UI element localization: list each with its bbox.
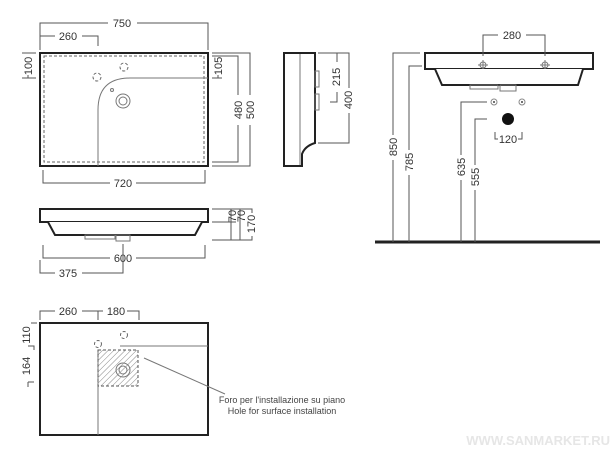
- dim-180: 180: [107, 306, 125, 318]
- dim-555: 555: [470, 168, 482, 186]
- drain-icon: [115, 93, 131, 109]
- dim-215: 215: [331, 68, 343, 86]
- dim-850: 850: [388, 138, 400, 156]
- dim-480: 480: [233, 101, 245, 119]
- note-italian: Foro per l'installazione su piano: [219, 395, 345, 405]
- dim-120: 120: [499, 134, 517, 146]
- dim-110: 110: [21, 326, 33, 344]
- dim-100: 100: [23, 57, 35, 75]
- cutout-view: 260 180 110 164 Foro per l'installazione…: [21, 306, 345, 436]
- side-view: 215 400: [283, 52, 355, 167]
- dim-105: 105: [213, 57, 225, 75]
- installation-view: 280 120 850 785 635 555: [375, 30, 600, 244]
- dim-635: 635: [456, 158, 468, 176]
- dim-375: 375: [59, 268, 77, 280]
- dim-500: 500: [245, 101, 257, 119]
- dim-70-a: 70: [227, 210, 239, 222]
- dim-280: 280: [503, 30, 521, 42]
- watermark: WWW.SANMARKET.RU: [466, 433, 610, 448]
- dim-260: 260: [59, 31, 77, 43]
- front-view: 70 70 170 600 375: [39, 208, 258, 280]
- top-view: 750 260 100 105 480 500 720: [22, 18, 257, 190]
- dim-70-b: 70: [236, 210, 248, 222]
- dim-164: 164: [21, 357, 33, 375]
- dim-260-cutout: 260: [59, 306, 77, 318]
- dim-170: 170: [246, 215, 258, 233]
- dim-400: 400: [343, 91, 355, 109]
- dim-785: 785: [404, 153, 416, 171]
- dim-750: 750: [113, 18, 131, 30]
- dim-720: 720: [114, 178, 132, 190]
- note-english: Hole for surface installation: [228, 406, 337, 416]
- drain-outlet-icon: [502, 113, 514, 125]
